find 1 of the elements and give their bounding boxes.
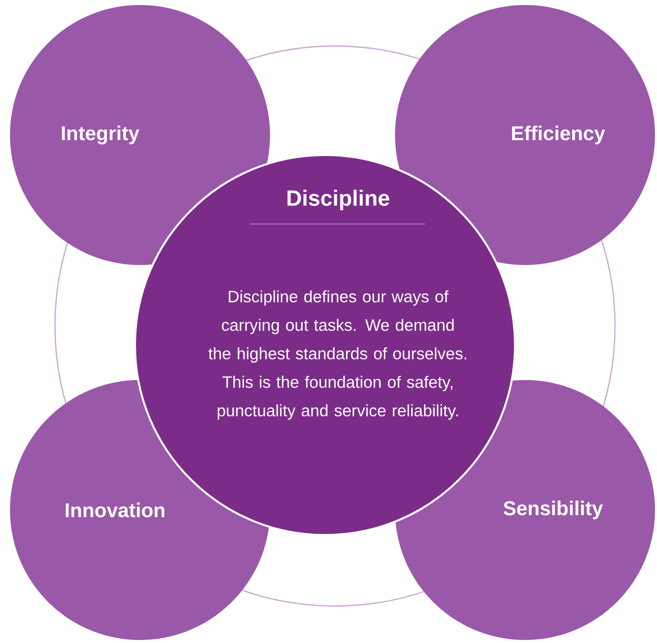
heading: Discipline bbox=[288, 190, 390, 210]
